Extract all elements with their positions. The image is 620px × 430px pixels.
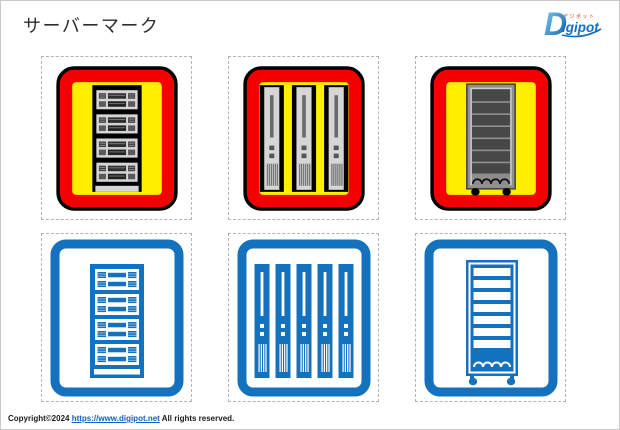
logo-wordmark: igipot xyxy=(562,20,599,35)
site-link[interactable]: https://www.digipot.net xyxy=(71,414,160,423)
copyright-prefix: Copyright©2024 xyxy=(8,414,70,423)
server-rack-icon-colored xyxy=(55,65,178,211)
server-cabinet-icon-colored xyxy=(429,65,552,211)
copyright-suffix: All rights reserved. xyxy=(161,414,235,423)
tower-servers-icon-blue xyxy=(237,239,370,396)
tile-server-cabinet-colored xyxy=(415,56,566,220)
logo-initial: D xyxy=(544,6,567,41)
logo-small-text: デジポット xyxy=(563,13,596,20)
digipot-logo: D デジポット igipot xyxy=(544,6,602,41)
tower-servers-icon-colored xyxy=(242,65,365,211)
server-cabinet-icon-blue xyxy=(424,239,557,396)
tile-tower-servers-blue xyxy=(228,233,379,402)
tile-server-cabinet-blue xyxy=(415,233,566,402)
tile-tower-servers-colored xyxy=(228,56,379,220)
logo-swoosh xyxy=(561,28,602,38)
footer-copyright: Copyright©2024 https://www.digipot.net A… xyxy=(8,414,234,423)
server-rack-icon-blue xyxy=(50,239,183,396)
page-title: サーバーマーク xyxy=(23,16,160,36)
tile-server-rack-colored xyxy=(41,56,192,220)
tile-server-rack-blue xyxy=(41,233,192,402)
